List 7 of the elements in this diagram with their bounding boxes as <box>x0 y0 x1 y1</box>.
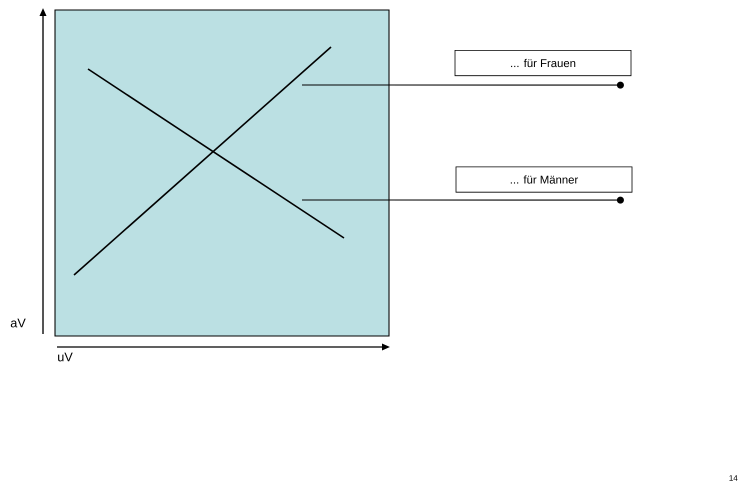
page-number: 14 <box>729 475 738 481</box>
leader-line <box>302 82 624 89</box>
axis-label: uV <box>58 352 73 362</box>
label-box: ... für Frauen <box>454 50 632 76</box>
label-box: ... für Männer <box>456 166 632 193</box>
axis-label: aV <box>10 318 26 328</box>
leader-line <box>302 196 624 204</box>
